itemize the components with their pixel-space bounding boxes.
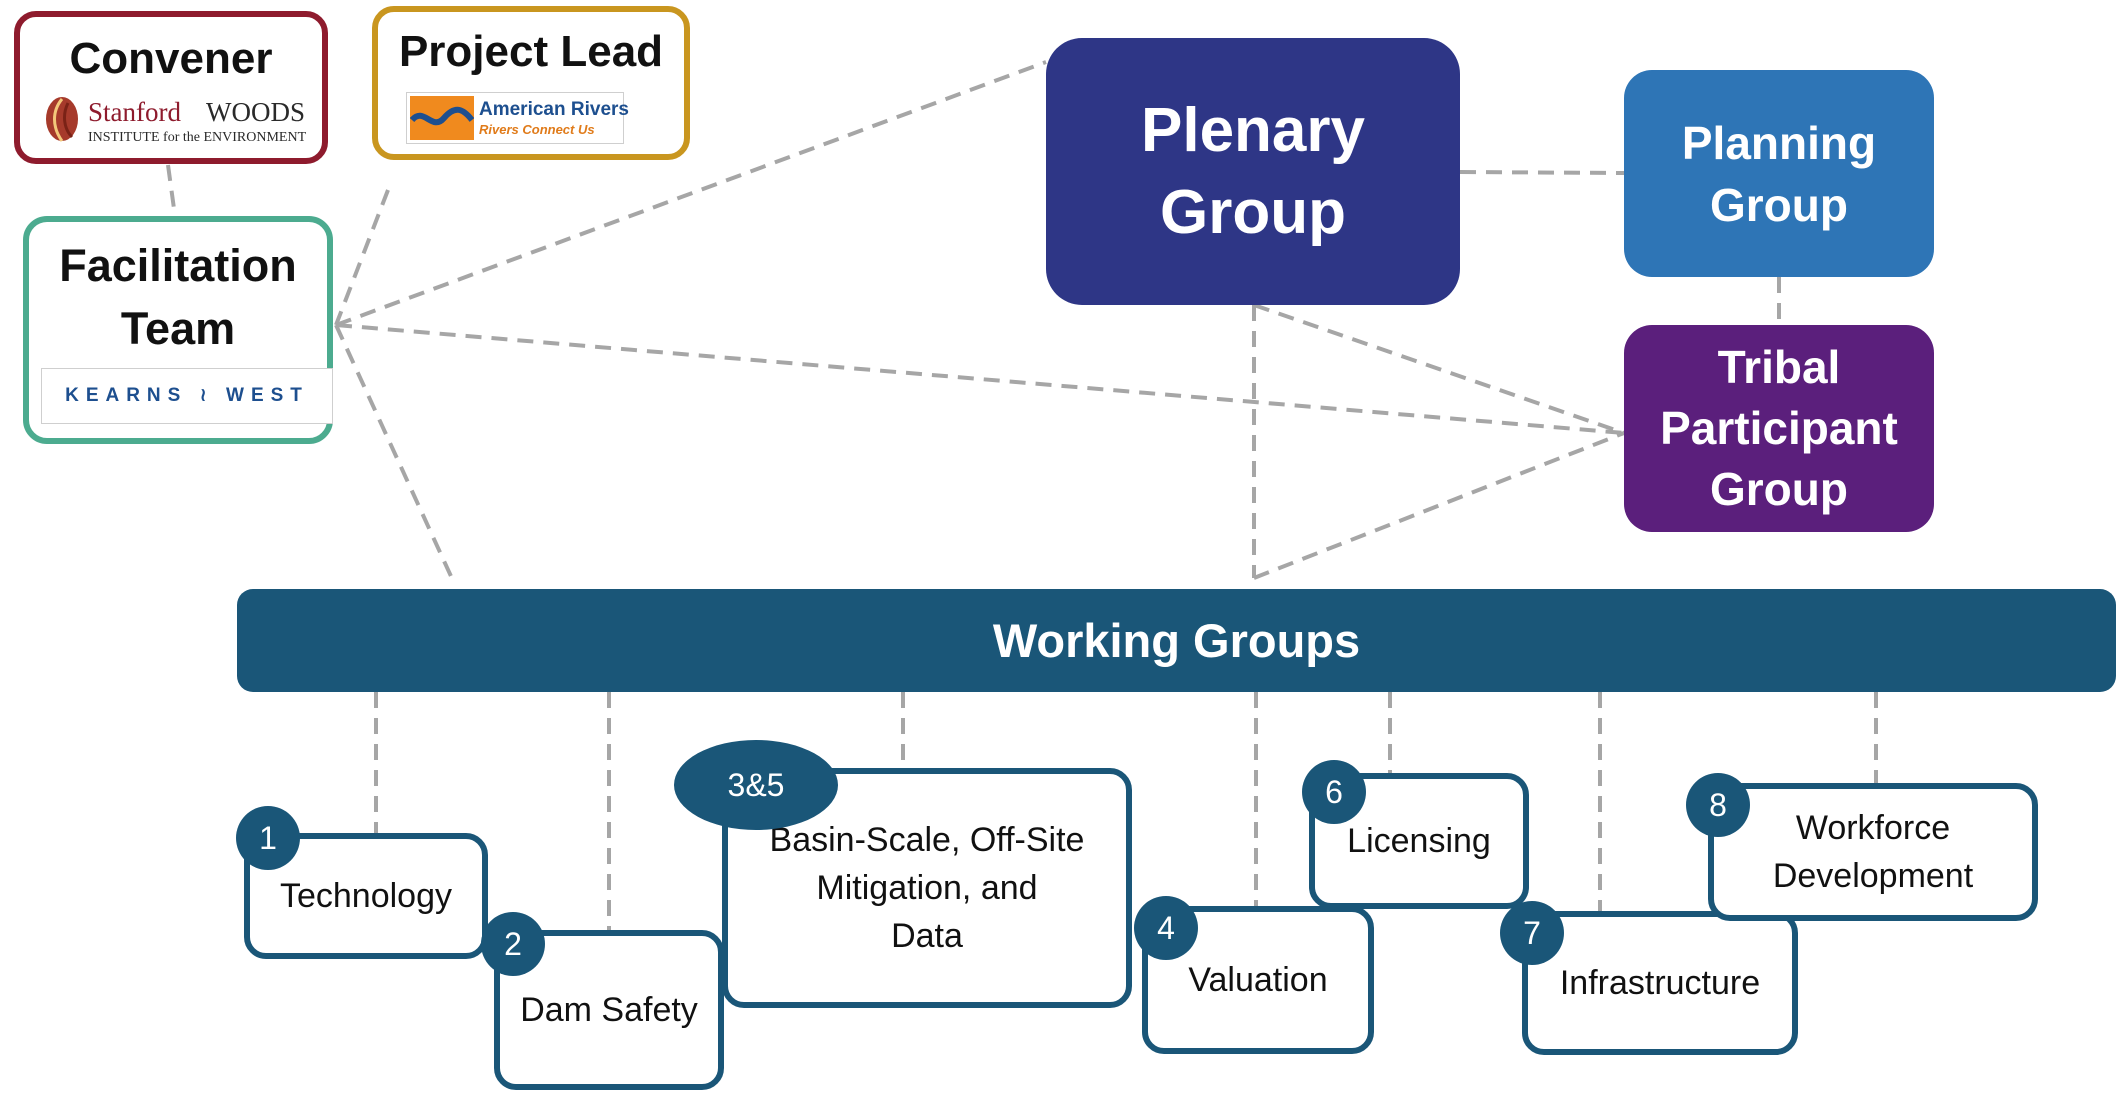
stanford-woods-logo: Stanford WOODS INSTITUTE for the ENVIRON… (46, 97, 307, 145)
institute-logo-text: INSTITUTE for the ENVIRONMENT (88, 130, 307, 145)
planning-group-label: Planning Group (1682, 112, 1876, 236)
wg-label: Technology (279, 877, 452, 915)
plenary-line1: Plenary (1140, 95, 1366, 165)
tribal-participant-group-box: Tribal Participant Group (1624, 325, 1934, 532)
connector-convener-facilitation (166, 164, 177, 217)
wg-box-basin-scale: Basin-Scale, Off-Site Mitigation, and Da… (722, 768, 1132, 1008)
wg-number-badge: 1 (236, 806, 300, 870)
working-groups-label: Working Groups (992, 614, 1361, 667)
plenary-group-box: Plenary Group (1046, 38, 1460, 305)
wg-label: Valuation (1188, 961, 1328, 999)
wg-label: Workforce Development (1772, 809, 1974, 895)
planning-group-box: Planning Group (1624, 70, 1934, 277)
wg-box-infrastructure: Infrastructure (1522, 911, 1798, 1055)
project-lead-title: Project Lead (398, 27, 664, 76)
wg-label: Basin-Scale, Off-Site Mitigation, and Da… (769, 821, 1085, 955)
american-rivers-name: American Rivers (479, 99, 629, 120)
connector-wg-tribal (1253, 431, 1625, 580)
wg-number-badge: 8 (1686, 773, 1750, 837)
tribal-group-label: Tribal Participant Group (1660, 337, 1898, 520)
connector-plenary-planning (1459, 170, 1625, 175)
wg-number-badge: 2 (481, 912, 545, 976)
project-lead-box: Project Lead American Rivers Rivers Conn… (372, 6, 690, 160)
planning-line1: Planning (1681, 116, 1877, 169)
wg-number-badge: 3&5 (674, 740, 838, 830)
facilitation-title-line2: Team (120, 303, 236, 354)
wg-label: Licensing (1347, 822, 1491, 860)
connector-facilitation-wg (334, 324, 457, 586)
american-rivers-logo: American Rivers Rivers Connect Us (406, 92, 629, 144)
american-rivers-wave-icon (409, 96, 475, 140)
wg-label: Infrastructure (1559, 964, 1761, 1002)
woods-logo-text: WOODS (206, 97, 305, 127)
working-groups-bar: Working Groups (237, 589, 2116, 692)
facilitation-team-box: Facilitation Team KEARNS ≀ WEST (23, 216, 333, 444)
wg-number-badge: 7 (1500, 901, 1564, 965)
connector-facilitation-tribal (335, 323, 1625, 435)
convener-title: Convener (69, 34, 273, 83)
connector-plenary-tribal (1253, 303, 1625, 435)
wg-box-technology: Technology (244, 833, 488, 959)
plenary-group-label: Plenary Group (1141, 90, 1365, 254)
kearns-west-logo-text: KEARNS ≀ WEST (65, 385, 309, 406)
tribal-line2: Participant (1660, 402, 1898, 454)
planning-line2: Group (1710, 178, 1848, 231)
facilitation-title: Facilitation Team (29, 234, 327, 360)
facilitation-title-line1: Facilitation (59, 240, 297, 291)
wg-number-badge: 6 (1302, 760, 1366, 824)
convener-box: Convener Stanford WOODS INSTITUTE for th… (14, 11, 328, 164)
wg-box-workforce-development: Workforce Development (1708, 783, 2038, 921)
tribal-line1: Tribal (1717, 341, 1841, 393)
wg-number-badge: 4 (1134, 896, 1198, 960)
tribal-line3: Group (1710, 463, 1848, 515)
connector-lead-facilitation (334, 189, 390, 326)
wg-label: Dam Safety (520, 991, 698, 1029)
stanford-logo-text: Stanford (88, 97, 181, 127)
american-rivers-tagline: Rivers Connect Us (479, 122, 595, 137)
kearns-west-logo: KEARNS ≀ WEST (41, 368, 333, 424)
connector-facilitation-plenary (335, 60, 1047, 327)
plenary-line2: Group (1160, 177, 1346, 247)
